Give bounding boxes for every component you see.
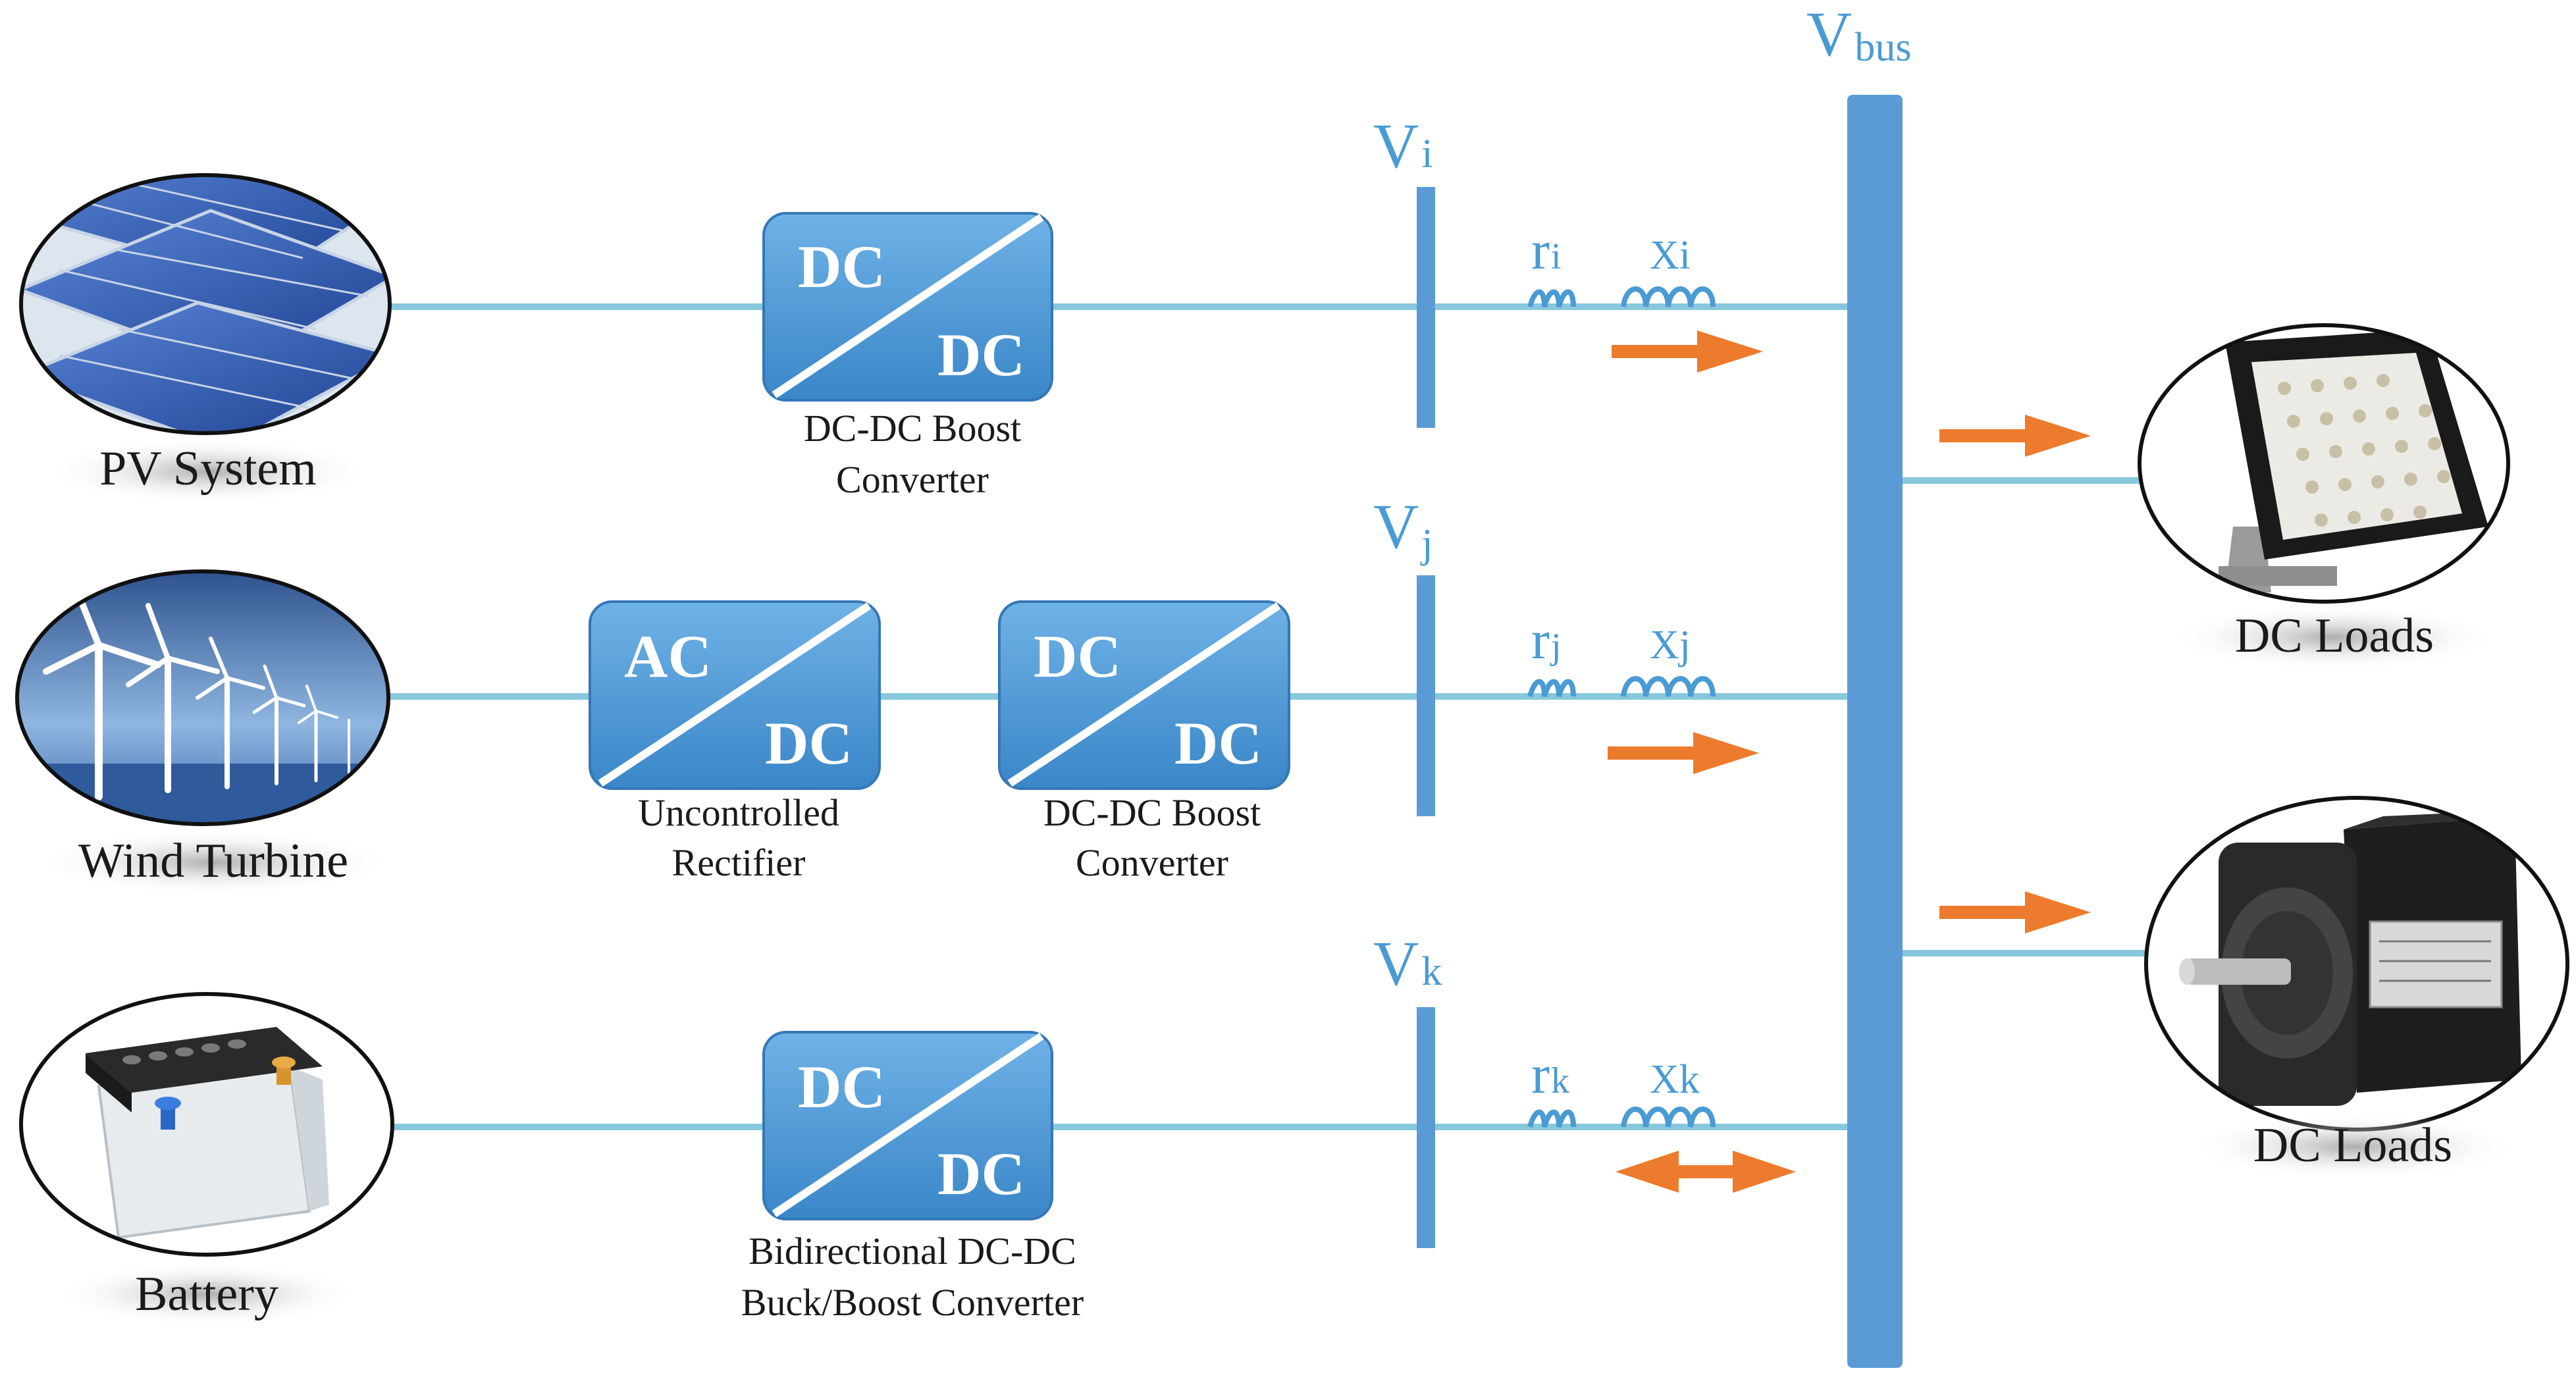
voltage-label-i: Vi xyxy=(1373,111,1433,181)
converter-rectifier: AC DC xyxy=(589,600,881,790)
battery-icon xyxy=(19,992,394,1257)
arrow-right-i-icon xyxy=(1612,330,1763,373)
pv-label: PV System xyxy=(99,442,317,496)
resistor-label-k: rk xyxy=(1531,1044,1569,1105)
arrow-right-motor-icon xyxy=(1939,891,2091,933)
voltage-label-bus: Vbus xyxy=(1806,0,1911,70)
resistor-i-icon xyxy=(1527,289,1576,308)
wind-label: Wind Turbine xyxy=(78,834,348,888)
voltage-label-j: Vj xyxy=(1373,491,1433,566)
converter-bidir-caption-2: Buck/Boost Converter xyxy=(741,1281,1084,1324)
converter-bidir-caption-1: Bidirectional DC-DC xyxy=(749,1230,1076,1272)
converter-bidir-top: DC xyxy=(798,1053,885,1120)
connection-lines xyxy=(390,303,2147,1130)
resistor-label-j: rj xyxy=(1531,610,1562,671)
impedance-i xyxy=(1527,286,1716,308)
converter-rectifier-top: AC xyxy=(624,623,712,690)
converter-rectifier-caption-1: Uncontrolled xyxy=(638,791,839,834)
battery-label: Battery xyxy=(135,1267,278,1321)
lamp-label-shadow xyxy=(2170,604,2499,670)
inductor-j-icon xyxy=(1621,676,1716,697)
solar-panel-icon xyxy=(19,173,392,435)
converter-rectifier-bottom: DC xyxy=(765,710,853,777)
converter-rectifier-caption-2: Rectifier xyxy=(672,841,806,884)
main-bus-bar xyxy=(1847,95,1903,1368)
node-bar-i xyxy=(1417,187,1435,428)
converter-bidirectional: DC DC xyxy=(762,1031,1053,1220)
wind-label-shadow xyxy=(36,829,391,895)
inductor-label-j: Xj xyxy=(1650,623,1691,667)
converter-pv-boost-caption-2: Converter xyxy=(836,458,989,501)
converter-wind-boost-top: DC xyxy=(1034,623,1121,690)
battery-label-shadow xyxy=(55,1263,358,1326)
voltage-label-k: Vk xyxy=(1373,928,1442,999)
converter-wind-boost-caption-1: DC-DC Boost xyxy=(1043,791,1261,834)
converter-pv-boost-bottom: DC xyxy=(937,321,1025,388)
motor-label-shadow xyxy=(2188,1114,2517,1180)
motor-load-label: DC Loads xyxy=(2253,1118,2452,1172)
resistor-label-i: ri xyxy=(1531,220,1562,281)
arrow-right-j-icon xyxy=(1608,732,1759,774)
arrow-right-lamp-icon xyxy=(1939,415,2091,457)
converter-pv-boost-top: DC xyxy=(798,233,885,300)
power-flow-arrows xyxy=(1608,330,2091,1193)
lamp-load-label: DC Loads xyxy=(2235,609,2434,663)
node-bar-k xyxy=(1417,1007,1435,1248)
inductor-label-i: Xi xyxy=(1650,233,1691,278)
inductor-k-icon xyxy=(1621,1107,1716,1128)
dc-motor-icon xyxy=(2144,796,2569,1132)
converter-wind-boost-caption-2: Converter xyxy=(1076,841,1228,884)
inductor-label-k: Xk xyxy=(1650,1057,1700,1102)
node-bar-j xyxy=(1417,575,1435,816)
converter-bidir-bottom: DC xyxy=(937,1140,1025,1207)
resistor-j-icon xyxy=(1527,679,1576,698)
impedance-j xyxy=(1527,676,1716,698)
arrow-bidirectional-k-icon xyxy=(1616,1151,1796,1193)
resistor-k-icon xyxy=(1527,1109,1576,1128)
converter-wind-boost: DC DC xyxy=(998,600,1290,790)
led-floodlight-icon xyxy=(2138,323,2510,604)
converter-pv-boost-caption-1: DC-DC Boost xyxy=(804,407,1021,450)
converter-wind-boost-bottom: DC xyxy=(1174,710,1262,777)
inductor-i-icon xyxy=(1621,286,1716,307)
wind-turbine-icon xyxy=(15,569,390,826)
impedance-k xyxy=(1527,1107,1716,1128)
converter-pv-boost: DC DC xyxy=(762,212,1053,402)
pv-label-shadow xyxy=(43,438,373,504)
